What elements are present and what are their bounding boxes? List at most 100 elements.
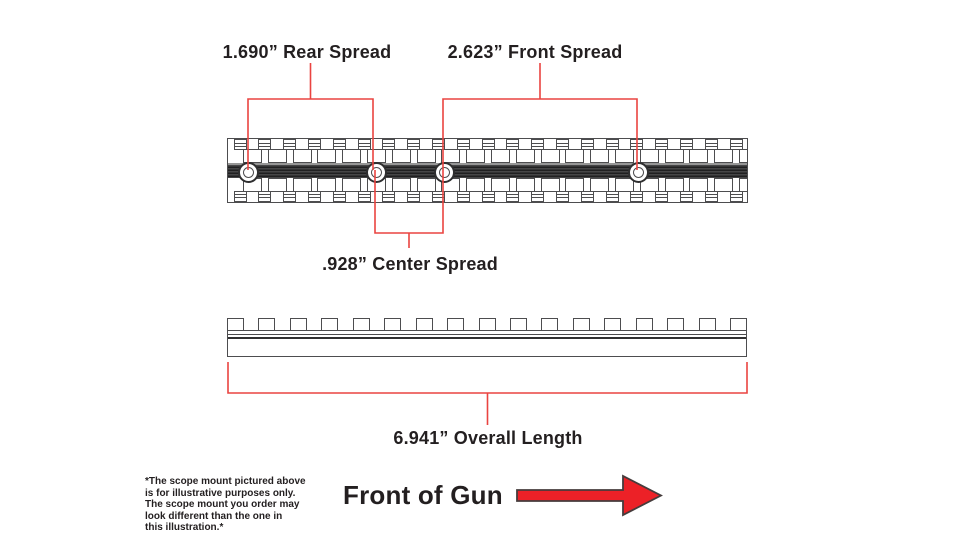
rail-slot-block bbox=[490, 149, 510, 163]
rail-slot-block bbox=[242, 149, 262, 163]
rail-side-tooth bbox=[447, 318, 465, 331]
rail-slot-block bbox=[466, 178, 486, 192]
rail-tooth-ridge bbox=[729, 191, 743, 202]
rail-tooth-ridge bbox=[233, 139, 247, 150]
rail-slot-block bbox=[416, 149, 436, 163]
rail-slot-block bbox=[739, 149, 747, 163]
screw-hole-inner bbox=[370, 166, 382, 178]
rail-tooth-ridge bbox=[233, 191, 247, 202]
rail-slot-block bbox=[540, 149, 560, 163]
rail-tooth-ridge bbox=[332, 191, 346, 202]
rail-side-tooth bbox=[258, 318, 276, 331]
rail-tooth-ridge bbox=[580, 191, 594, 202]
overall-length-dimension-line bbox=[227, 362, 748, 425]
rail-tooth-ridge bbox=[680, 191, 694, 202]
rail-tooth-ridge bbox=[630, 191, 644, 202]
rail-side-tooth bbox=[541, 318, 559, 331]
screw-hole-inner bbox=[632, 166, 644, 178]
right-arrow-icon bbox=[516, 474, 663, 517]
rail-slot-block bbox=[416, 178, 436, 192]
rail-tooth-ridge bbox=[258, 191, 272, 202]
rail-side-tooth bbox=[352, 318, 370, 331]
rail-tooth-ridge bbox=[307, 191, 321, 202]
rail-side-tooth bbox=[667, 318, 685, 331]
screw-hole bbox=[627, 161, 649, 183]
rail-side-tooth bbox=[698, 318, 716, 331]
rail-slot-block bbox=[515, 178, 535, 192]
screw-hole bbox=[365, 161, 387, 183]
rail-side-tooth bbox=[289, 318, 307, 331]
rail-tooth-ridge bbox=[283, 191, 297, 202]
rail-tooth-ridge bbox=[704, 139, 718, 150]
rail-side-tooth bbox=[415, 318, 433, 331]
front-spread-label: 2.623” Front Spread bbox=[447, 42, 623, 62]
rail-tooth-ridge bbox=[680, 139, 694, 150]
rail-slot-block bbox=[714, 178, 734, 192]
rail-slot-block bbox=[714, 149, 734, 163]
center-spread-label: .928” Center Spread bbox=[322, 254, 498, 274]
rail-side-tooth bbox=[321, 318, 339, 331]
front-of-gun-label: Front of Gun bbox=[343, 480, 503, 510]
rail-slot-block bbox=[342, 178, 362, 192]
rail-slot-block bbox=[342, 149, 362, 163]
rail-slot-block bbox=[540, 178, 560, 192]
rail-tooth-ridge bbox=[531, 191, 545, 202]
rail-tooth-ridge bbox=[382, 191, 396, 202]
rail-tooth-ridge bbox=[655, 139, 669, 150]
rail-side-base bbox=[227, 330, 747, 357]
rail-slot-block bbox=[317, 178, 337, 192]
rail-slot-block bbox=[366, 149, 386, 163]
rail-teeth-strip-upper bbox=[228, 139, 747, 163]
rail-tooth-ridge bbox=[382, 139, 396, 150]
rail-slot-block bbox=[466, 149, 486, 163]
rail-tooth-ridge bbox=[729, 139, 743, 150]
disclaimer-note: *The scope mount pictured above is for i… bbox=[145, 476, 306, 533]
rail-slot-block bbox=[689, 178, 709, 192]
rail-slot-block bbox=[490, 178, 510, 192]
scope-mount-top-view bbox=[227, 138, 748, 203]
rail-side-tooth bbox=[635, 318, 653, 331]
rail-tooth-ridge bbox=[655, 191, 669, 202]
screw-hole bbox=[433, 161, 455, 183]
rail-slot-block bbox=[515, 149, 535, 163]
rail-tooth-ridge bbox=[704, 191, 718, 202]
rail-slot-block bbox=[590, 149, 610, 163]
rail-slot-block bbox=[267, 149, 287, 163]
rail-side-tooth bbox=[572, 318, 590, 331]
overall-length-label: 6.941” Overall Length bbox=[393, 428, 583, 448]
rail-side-groove bbox=[228, 331, 746, 335]
rail-tooth-ridge bbox=[431, 191, 445, 202]
rail-slot-block bbox=[391, 178, 411, 192]
rail-slot-block bbox=[664, 149, 684, 163]
scope-mount-side-view bbox=[227, 318, 747, 357]
rail-slot-block bbox=[615, 149, 635, 163]
rail-tooth-ridge bbox=[556, 191, 570, 202]
screw-hole-inner bbox=[242, 166, 254, 178]
screw-hole bbox=[237, 161, 259, 183]
rail-slot-block bbox=[639, 149, 659, 163]
rail-side-tooth bbox=[478, 318, 496, 331]
rail-slot-block bbox=[689, 149, 709, 163]
rail-tooth-ridge bbox=[481, 191, 495, 202]
rail-side-tooth bbox=[604, 318, 622, 331]
rear-spread-label: 1.690” Rear Spread bbox=[222, 42, 392, 62]
rail-tooth-ridge bbox=[506, 191, 520, 202]
rail-side-groove-dark bbox=[228, 335, 746, 339]
rail-tooth-ridge bbox=[357, 191, 371, 202]
rail-side-tooth bbox=[384, 318, 402, 331]
rail-side-tooth bbox=[730, 318, 747, 331]
rail-tooth-ridge bbox=[605, 191, 619, 202]
rail-tooth-ridge bbox=[456, 191, 470, 202]
rail-slot-block bbox=[739, 178, 747, 192]
rail-tooth-ridge bbox=[407, 191, 421, 202]
rail-teeth-strip-lower bbox=[228, 178, 747, 202]
rail-slot-block bbox=[441, 149, 461, 163]
rail-slot-block bbox=[565, 149, 585, 163]
rail-tooth-ridge bbox=[407, 139, 421, 150]
screw-hole-inner bbox=[438, 166, 450, 178]
rail-slot-block bbox=[590, 178, 610, 192]
rail-slot-block bbox=[391, 149, 411, 163]
rail-slot-block bbox=[292, 149, 312, 163]
